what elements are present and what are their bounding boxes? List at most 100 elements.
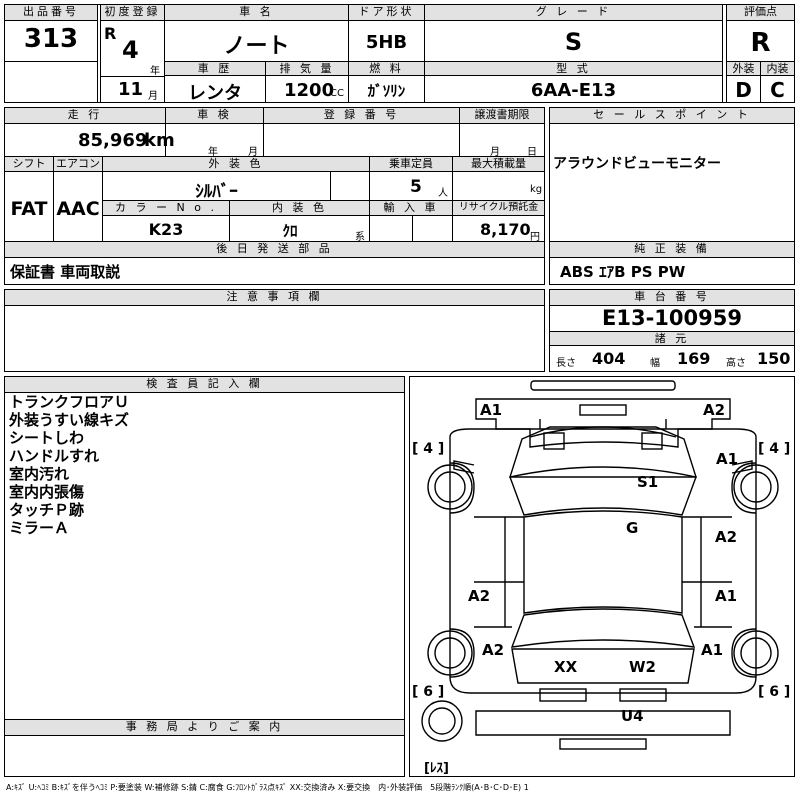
- int-color-header: 内 装 色: [230, 201, 369, 216]
- model: 6AA-E13: [530, 80, 617, 101]
- capacity-header: 乗車定員: [370, 157, 452, 172]
- month-unit: 月: [148, 91, 158, 102]
- ac-header: エアコン: [54, 157, 102, 172]
- inspector-header: 検 査 員 記 入 欄: [5, 377, 404, 393]
- capacity: 5: [410, 177, 422, 197]
- transfer-header: 譲渡書期限: [460, 108, 544, 124]
- door-header: ドア形状: [349, 5, 424, 21]
- int-color-unit: 系: [355, 232, 365, 243]
- car-diagram: A1 A2 [ 4 ] [ 4 ] A1 S1 G A2 A2 A1 A2 A1…: [409, 376, 795, 777]
- first-reg-header: 初度登録: [101, 5, 164, 21]
- spec-header: 諸 元: [550, 332, 794, 346]
- history: レンタ: [188, 83, 242, 104]
- recycle: 8,170: [480, 220, 531, 239]
- mark-u4: U4: [621, 707, 644, 725]
- legend: A:ｷｽﾞ U:ﾍｺﾐ B:ｷｽﾞを伴うﾍｺﾐ P:要塗装 W:補修跡 S:錆 …: [6, 783, 529, 792]
- shift: FAT: [10, 198, 48, 220]
- office-header: 事 務 局 よ り ご 案 内: [5, 720, 404, 736]
- notes-header: 注 意 事 項 欄: [5, 290, 544, 306]
- inspection-header: 車 検: [166, 108, 263, 124]
- fuel: ｶﾞｿﾘﾝ: [367, 82, 406, 100]
- inspector-note: ハンドルすれ: [9, 447, 100, 465]
- mark-4-left: [ 4 ]: [412, 441, 445, 457]
- max-load-header: 最大積載量: [453, 157, 544, 172]
- year-unit: 年: [150, 66, 160, 77]
- transfer-month: 月: [490, 147, 500, 158]
- reg-no-header: 登 録 番 号: [264, 108, 459, 124]
- mark-a1-right-rear: A1: [701, 641, 724, 659]
- inspector-note: 室内汚れ: [9, 465, 70, 483]
- inspector-block: [4, 376, 405, 777]
- era: R: [104, 24, 117, 43]
- mark-a2-right-door: A2: [715, 528, 738, 546]
- mark-w2: W2: [629, 658, 656, 676]
- mark-a1-front-left: A1: [480, 401, 503, 419]
- equip-header: 純 正 装 備: [550, 242, 794, 258]
- grade: S: [564, 28, 583, 56]
- ext-color: ｼﾙﾊﾞｰ: [195, 182, 238, 202]
- mark-s1: S1: [637, 473, 659, 491]
- displacement-header: 排 気 量: [266, 62, 348, 76]
- year: 4: [122, 36, 139, 64]
- fuel-header: 燃 料: [349, 62, 424, 76]
- capacity-unit: 人: [438, 188, 448, 199]
- mark-6-left: [ 6 ]: [412, 684, 445, 700]
- car-name: ノート: [223, 34, 290, 59]
- notes-block: [4, 289, 545, 372]
- inspector-notes: トランクフロアＵ 外装うすい線キズ シートしわ ハンドルすれ 室内汚れ 室内内張…: [9, 393, 129, 537]
- details-block: [4, 107, 545, 285]
- recycle-unit: 円: [530, 232, 540, 243]
- inspection-year: 年: [208, 147, 218, 158]
- displacement: 1200: [284, 80, 335, 101]
- interior-header: 内装: [761, 62, 794, 76]
- width-label: 幅: [650, 358, 660, 369]
- sales-point: アラウンドビューモニター: [553, 156, 721, 172]
- inspector-note: ミラーＡ: [9, 519, 70, 537]
- grade-header: グ レ ー ド: [425, 5, 722, 21]
- mark-a1-right-rear-door: A1: [715, 587, 738, 605]
- score-header: 評価点: [727, 5, 794, 21]
- header-block: [4, 4, 795, 103]
- lot-no: 313: [23, 24, 79, 54]
- max-load-unit: kg: [530, 184, 543, 195]
- sales-block: [549, 107, 795, 285]
- mileage-unit: km: [144, 130, 175, 151]
- interior: C: [770, 78, 785, 102]
- color-no-header: カ ラ ー N o .: [103, 201, 229, 216]
- transfer-day: 日: [527, 147, 537, 158]
- exterior: D: [735, 78, 752, 102]
- mileage-header: 走 行: [5, 108, 165, 124]
- shift-header: シフト: [5, 157, 53, 172]
- score: R: [750, 28, 771, 58]
- inspector-note: シートしわ: [9, 429, 85, 447]
- inspector-note: 外装うすい線キズ: [9, 411, 130, 429]
- mark-6-right: [ 6 ]: [758, 684, 791, 700]
- chassis-block: [549, 289, 795, 372]
- ac: AAC: [56, 198, 100, 220]
- month: 11: [118, 79, 144, 100]
- inspection-month: 月: [248, 147, 258, 158]
- chassis-header: 車 台 番 号: [550, 290, 794, 306]
- length: 404: [592, 349, 626, 368]
- mark-a2-left-rear: A2: [482, 641, 505, 659]
- later-parts: 保証書 車両取説: [10, 263, 121, 281]
- recycle-header: リサイクル預託金: [453, 201, 544, 216]
- mark-a1-right-fender: A1: [716, 450, 739, 468]
- history-header: 車 歴: [165, 62, 265, 76]
- height: 150: [757, 349, 791, 368]
- import-header: 輸 入 車: [370, 201, 452, 216]
- displacement-unit: CC: [330, 88, 344, 99]
- equipment: ABS ｴｱB PS PW: [560, 263, 686, 281]
- mileage: 85,969: [78, 130, 148, 151]
- width: 169: [677, 349, 711, 368]
- int-color: ｸﾛ: [282, 222, 298, 240]
- later-header: 後 日 発 送 部 品: [5, 242, 544, 258]
- inspector-note: タッチＰ跡: [9, 501, 85, 519]
- inspector-note: 室内内張傷: [9, 483, 85, 501]
- inspector-note: トランクフロアＵ: [9, 393, 130, 411]
- color-no: K23: [148, 220, 184, 239]
- chassis-no: E13-100959: [602, 306, 742, 330]
- ext-color-header: 外 装 色: [103, 157, 369, 172]
- height-label: 高さ: [726, 358, 746, 369]
- mark-g: G: [626, 519, 639, 537]
